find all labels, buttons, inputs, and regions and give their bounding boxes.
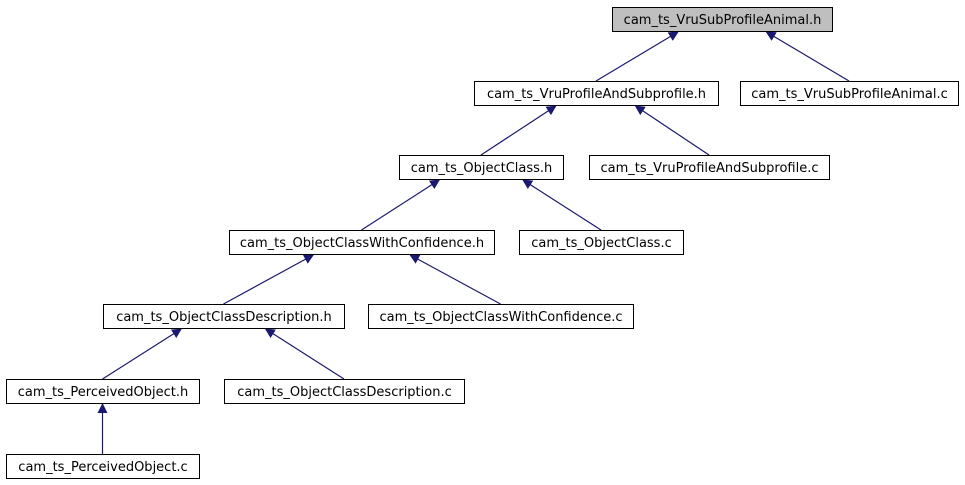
node-box[interactable] <box>589 155 830 180</box>
node-label: cam_ts_VruSubProfileAnimal.c <box>751 87 948 102</box>
node-label: cam_ts_VruProfileAndSubprofile.c <box>600 161 818 176</box>
node-label: cam_ts_ObjectClass.h <box>411 161 553 176</box>
node-label: cam_ts_ObjectClassDescription.c <box>237 385 452 400</box>
node-box[interactable] <box>474 81 719 106</box>
node-n10[interactable]: cam_ts_ObjectClassDescription.c <box>224 379 465 404</box>
node-n5[interactable]: cam_ts_ObjectClassWithConfidence.h <box>229 230 495 255</box>
edge-n6-to-n3 <box>522 179 602 231</box>
node-label: cam_ts_ObjectClassWithConfidence.h <box>240 236 484 251</box>
edge-n1-to-n0 <box>595 31 679 82</box>
node-n9[interactable]: cam_ts_PerceivedObject.h <box>6 379 200 404</box>
node-n3[interactable]: cam_ts_ObjectClass.h <box>399 155 564 180</box>
node-box[interactable] <box>612 7 833 32</box>
node-box[interactable] <box>224 379 465 404</box>
node-box[interactable] <box>229 230 495 255</box>
node-n2[interactable]: cam_ts_VruSubProfileAnimal.c <box>740 81 959 106</box>
node-label: cam_ts_ObjectClass.c <box>531 236 671 251</box>
node-box[interactable] <box>6 379 200 404</box>
node-n7[interactable]: cam_ts_ObjectClassDescription.h <box>103 304 345 329</box>
edge-n8-to-n5 <box>409 254 501 305</box>
edge-n4-to-n1 <box>634 105 710 156</box>
edge-n2-to-n0 <box>765 31 850 82</box>
node-n1[interactable]: cam_ts_VruProfileAndSubprofile.h <box>474 81 719 106</box>
edge-n7-to-n5 <box>223 254 315 305</box>
edge-n9-to-n7 <box>102 328 182 380</box>
node-n6[interactable]: cam_ts_ObjectClass.c <box>519 230 684 255</box>
node-label: cam_ts_VruProfileAndSubprofile.h <box>487 87 706 102</box>
node-label: cam_ts_ObjectClassWithConfidence.c <box>379 310 622 325</box>
node-box[interactable] <box>6 454 200 479</box>
node-box[interactable] <box>103 304 345 329</box>
node-label: cam_ts_PerceivedObject.c <box>18 460 187 475</box>
node-n4[interactable]: cam_ts_VruProfileAndSubprofile.c <box>589 155 830 180</box>
edge-n10-to-n7 <box>264 328 345 380</box>
node-label: cam_ts_ObjectClassDescription.h <box>116 310 332 325</box>
node-label: cam_ts_VruSubProfileAnimal.h <box>624 13 822 28</box>
node-label: cam_ts_PerceivedObject.h <box>18 385 189 400</box>
node-n8[interactable]: cam_ts_ObjectClassWithConfidence.c <box>368 304 634 329</box>
node-box[interactable] <box>519 230 684 255</box>
edge-n5-to-n3 <box>361 179 441 231</box>
node-box[interactable] <box>740 81 959 106</box>
edge-n3-to-n1 <box>480 105 557 156</box>
node-n11[interactable]: cam_ts_PerceivedObject.c <box>6 454 200 479</box>
node-box[interactable] <box>368 304 634 329</box>
node-n0[interactable]: cam_ts_VruSubProfileAnimal.h <box>612 7 833 32</box>
node-box[interactable] <box>399 155 564 180</box>
edges-layer <box>97 31 850 454</box>
nodes-layer: cam_ts_VruSubProfileAnimal.h cam_ts_VruPr… <box>6 7 959 479</box>
